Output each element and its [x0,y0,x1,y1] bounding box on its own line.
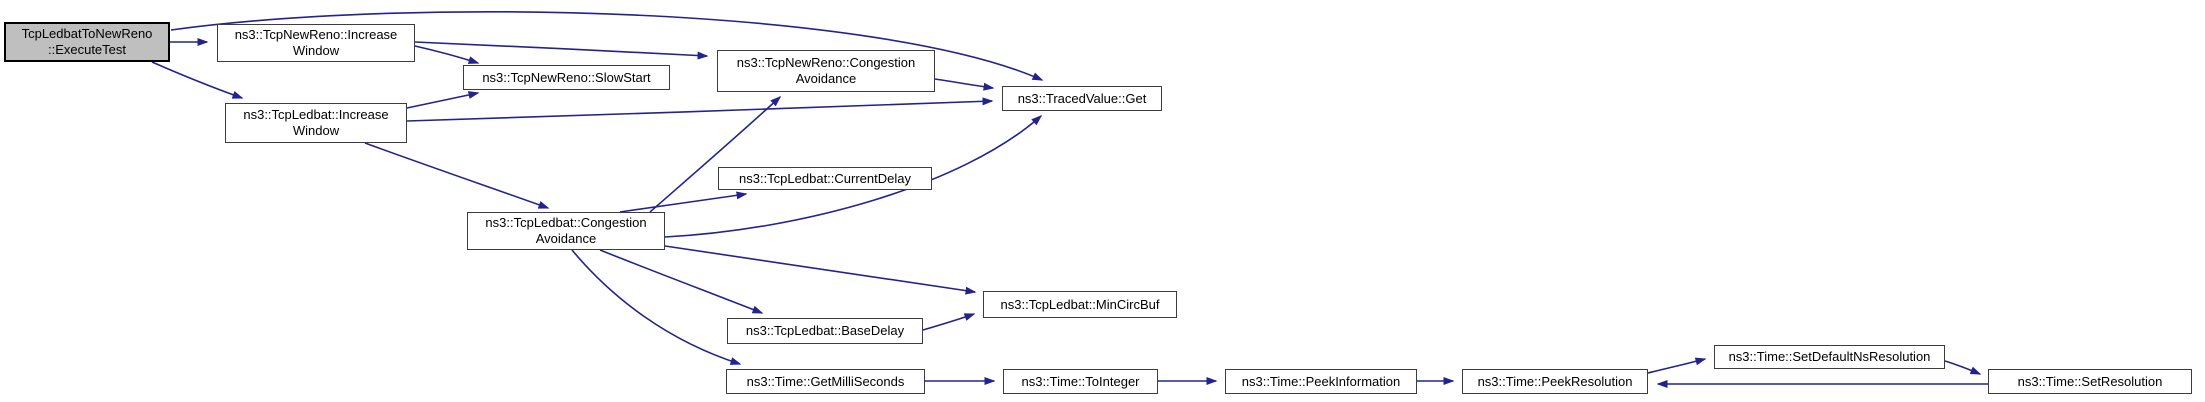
edge-tcpledbat-base-delay-to-tcpledbat-min-circ-buf [922,313,976,331]
node-label-line: ns3::TcpNewReno::SlowStart [482,69,651,85]
edge-tcpledbat-congestion-avoidance-to-tcpledbat-base-delay [599,249,764,314]
node-time-peek-resolution[interactable]: ns3::Time::PeekResolution [1462,369,1648,394]
node-time-peek-information[interactable]: ns3::Time::PeekInformation [1225,369,1417,394]
node-tracedvalue-get[interactable]: ns3::TracedValue::Get [1002,86,1162,111]
node-label-line: Window [292,43,340,58]
edge-time-peek-resolution-to-time-set-default-ns-resolution [1647,357,1707,374]
node-tcpledbat-min-circ-buf[interactable]: ns3::TcpLedbat::MinCircBuf [983,291,1177,318]
node-label-line: ns3::Time::SetResolution [2017,373,2163,389]
node-label-line: ns3::Time::GetMilliSeconds [746,373,905,389]
node-execute-test[interactable]: TcpLedbatToNewReno::ExecuteTest [4,22,170,62]
node-tcpnewreno-slowstart[interactable]: ns3::TcpNewReno::SlowStart [463,65,670,90]
node-label-line: ns3::TracedValue::Get [1017,90,1147,106]
node-label-line: ns3::TcpNewReno::Congestion [736,55,916,70]
node-label-line: ns3::TcpLedbat::MinCircBuf [1000,296,1160,312]
node-label-line: ns3::TcpLedbat::CurrentDelay [739,170,911,186]
edge-execute-test-to-tcpledbat-increase-window [151,61,244,99]
edge-tcpledbat-increase-window-to-tcpledbat-congestion-avoidance [364,142,550,209]
node-label-line: ns3::TcpLedbat::BaseDelay [745,323,905,338]
node-label-line: ns3::TcpLedbat::Congestion [485,215,647,230]
node-label-line: ns3::Time::SetDefaultNsResolution [1728,349,1931,364]
edge-tcpnewreno-increase-window-to-tcpnewreno-congestion-avoidance [414,41,709,60]
edge-tcpledbat-increase-window-to-tcpnewreno-slowstart [406,91,480,109]
edge-time-set-default-ns-resolution-to-time-set-resolution [1944,360,1982,375]
node-tcpledbat-base-delay[interactable]: ns3::TcpLedbat::BaseDelay [727,318,923,344]
edge-tcpledbat-increase-window-to-tracedvalue-get [406,97,994,122]
node-label-line: ns3::Time::PeekInformation [1241,373,1401,389]
edge-tcpledbat-congestion-avoidance-to-tcpledbat-current-delay [619,191,748,213]
node-time-set-default-ns-resolution[interactable]: ns3::Time::SetDefaultNsResolution [1714,345,1945,369]
edge-tcpledbat-congestion-avoidance-to-tracedvalue-get [664,115,1043,238]
node-time-set-resolution[interactable]: ns3::Time::SetResolution [1988,369,2192,394]
node-label-line: Window [292,123,340,138]
node-label-line: ns3::Time::ToInteger [1021,373,1140,389]
edge-tcpledbat-congestion-avoidance-to-tcpledbat-min-circ-buf [664,245,977,295]
node-label-line: ns3::TcpLedbat::Increase [243,107,389,122]
node-time-get-milliseconds[interactable]: ns3::Time::GetMilliSeconds [726,369,925,394]
edge-tcpnewreno-increase-window-to-tcpnewreno-slowstart [414,45,480,64]
node-time-to-integer[interactable]: ns3::Time::ToInteger [1003,369,1158,394]
edge-tcpnewreno-congestion-avoidance-to-tracedvalue-get [934,78,995,91]
edge-tcpledbat-congestion-avoidance-to-time-get-milliseconds [571,249,742,365]
node-label-line: ns3::Time::PeekResolution [1477,373,1633,389]
node-tcpledbat-current-delay[interactable]: ns3::TcpLedbat::CurrentDelay [718,167,932,190]
node-label-line: TcpLedbatToNewReno [21,26,153,41]
node-label-line: Avoidance [535,231,597,246]
node-label-line: Avoidance [795,71,857,86]
edge-execute-test-to-tracedvalue-get [170,11,1044,81]
edge-tcpledbat-congestion-avoidance-to-tcpnewreno-congestion-avoidance [649,95,782,213]
node-label-line: ::ExecuteTest [47,42,127,57]
node-label-line: ns3::TcpNewReno::Increase [234,27,398,42]
